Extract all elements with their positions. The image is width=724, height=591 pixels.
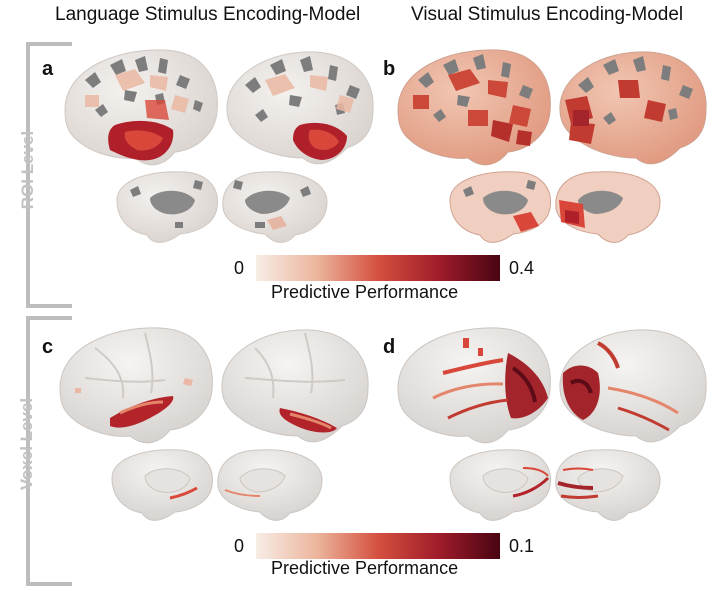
roi-colorbar-max-label: 0.4 (509, 258, 535, 278)
voxel-colorbar-title: Predictive Performance (271, 558, 459, 578)
panel-c-brain-surfaces (59, 327, 369, 521)
right-medial-hemisphere (555, 171, 661, 243)
right-medial-hemisphere (555, 449, 661, 521)
right-column-title: Visual Stimulus Encoding-Model (411, 4, 684, 25)
roi-colorbar-title: Predictive Performance (271, 282, 459, 302)
panel-letter-b: b (383, 58, 396, 80)
left-lateral-hemisphere (59, 327, 213, 444)
panel-d-brain-surfaces (397, 327, 707, 521)
roi-row-label: ROI Level (18, 130, 37, 210)
roi-colorbar-min-label: 0 (234, 258, 245, 278)
right-lateral-hemisphere (221, 329, 369, 443)
voxel-colorbar-max-label: 0.1 (509, 536, 535, 556)
roi-colorbar (256, 255, 500, 281)
panel-letter-c: c (42, 336, 54, 358)
panel-a-brain-surfaces (64, 49, 374, 243)
roi-row-bracket (26, 42, 72, 308)
left-lateral-hemisphere (397, 327, 551, 444)
left-medial-hemisphere (449, 449, 552, 521)
left-lateral-hemisphere (64, 49, 218, 166)
left-lateral-hemisphere (397, 49, 551, 166)
panel-letter-d: d (383, 336, 396, 358)
panel-letter-a: a (42, 58, 54, 80)
voxel-row-bracket (26, 316, 72, 586)
right-lateral-hemisphere (559, 51, 707, 165)
voxel-row-label: Voxel Level (17, 397, 36, 491)
panel-b-brain-surfaces (397, 49, 707, 243)
voxel-colorbar-min-label: 0 (234, 536, 245, 556)
left-medial-hemisphere (111, 449, 214, 521)
right-lateral-hemisphere (226, 51, 374, 165)
voxel-colorbar (256, 533, 500, 559)
right-lateral-hemisphere (559, 329, 707, 443)
right-medial-hemisphere (217, 449, 323, 521)
right-medial-hemisphere (222, 171, 328, 243)
left-medial-hemisphere (116, 171, 219, 243)
left-medial-hemisphere (449, 171, 552, 243)
left-column-title: Language Stimulus Encoding-Model (55, 4, 361, 25)
